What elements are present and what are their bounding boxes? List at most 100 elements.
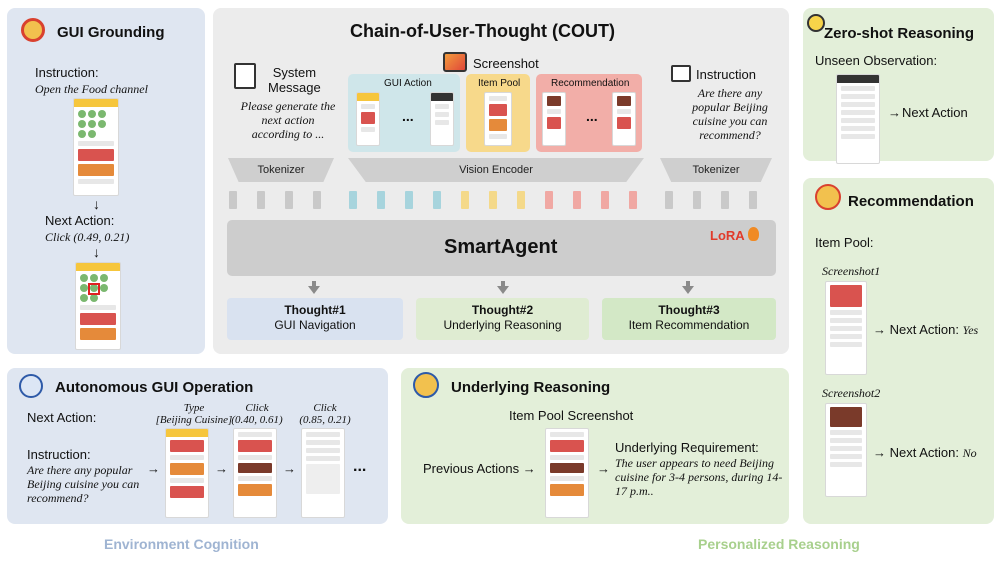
- screenshot-thumbnail: [825, 403, 867, 497]
- thought-title: Thought#3: [658, 303, 720, 317]
- ellipsis: ...: [586, 108, 598, 124]
- token: [721, 191, 729, 209]
- token: [545, 191, 553, 209]
- arrow-right: →: [215, 461, 228, 476]
- screenshot-thumbnail: [430, 92, 454, 146]
- screenshot-thumbnail: [356, 92, 380, 146]
- fire-icon: [748, 227, 759, 241]
- down-arrow: [308, 286, 320, 294]
- answer-yes: Yes: [962, 323, 979, 337]
- step-2-label: Click (0.40, 0.61): [231, 402, 283, 426]
- tokenizer-block: Tokenizer: [660, 158, 772, 182]
- previous-actions-label: Previous Actions →: [423, 461, 536, 476]
- arrow-right: →: [888, 105, 901, 120]
- screenshot-thumbnail: [165, 428, 209, 518]
- token: [433, 191, 441, 209]
- token: [349, 191, 357, 209]
- token: [693, 191, 701, 209]
- item-pool-label: Item Pool:: [815, 235, 874, 250]
- instruction-label: Instruction:: [35, 65, 99, 80]
- screenshot1-label: Screenshot1: [822, 264, 881, 278]
- image-icon: [443, 52, 467, 72]
- next-action-label: Next Action: [902, 105, 968, 120]
- person-thinking-icon: [413, 372, 439, 398]
- panel-title: Autonomous GUI Operation: [55, 379, 254, 396]
- token: [573, 191, 581, 209]
- ellipsis: ...: [353, 458, 367, 475]
- token: [601, 191, 609, 209]
- token: [285, 191, 293, 209]
- token: [749, 191, 757, 209]
- thought-2: Thought#2 Underlying Reasoning: [416, 298, 589, 340]
- gui-action-label: GUI Action: [384, 78, 432, 89]
- gui-grounding-panel: GUI Grounding Instruction: Open the Food…: [7, 8, 205, 354]
- screenshot-thumbnail: [612, 92, 636, 146]
- person-question-icon: [815, 184, 841, 210]
- document-icon: [234, 63, 256, 89]
- thought-title: Thought#2: [471, 303, 534, 317]
- smartagent-label: SmartAgent: [444, 236, 558, 258]
- requirement-text: The user appears to need Beijing cuisine…: [615, 456, 783, 498]
- item-pool-screenshot-label: Item Pool Screenshot: [509, 408, 634, 423]
- thought-1: Thought#1 GUI Navigation: [227, 298, 403, 340]
- observation-label: Unseen Observation:: [815, 53, 938, 68]
- token: [489, 191, 497, 209]
- instruction-text: Are there any popular Beijing cuisine yo…: [692, 86, 768, 142]
- down-arrow: ↓: [93, 196, 100, 212]
- down-arrow: ↓: [93, 244, 100, 260]
- token: [405, 191, 413, 209]
- down-arrow: [501, 281, 505, 287]
- footer-personalized-reasoning: Personalized Reasoning: [698, 536, 860, 552]
- previous-actions-text: Previous Actions: [423, 461, 520, 476]
- token: [313, 191, 321, 209]
- step-1-label: Type [Beijing Cuisine]: [155, 402, 233, 426]
- screenshot-thumbnail: [233, 428, 277, 518]
- panel-title: Zero-shot Reasoning: [824, 25, 975, 42]
- thought-label: GUI Navigation: [274, 318, 356, 332]
- code-window-icon: [671, 65, 691, 82]
- token: [517, 191, 525, 209]
- token: [461, 191, 469, 209]
- next-action-label: Next Action:: [27, 410, 97, 425]
- target-icon: [21, 18, 45, 42]
- zero-shot-panel: Zero-shot Reasoning Unseen Observation: …: [803, 8, 994, 164]
- next-action-label: → Next Action: No: [873, 445, 977, 460]
- next-action-value: Click (0.49, 0.21): [45, 230, 130, 244]
- panel-title: Underlying Reasoning: [451, 379, 611, 396]
- smartagent-block: [227, 220, 776, 276]
- down-arrow: [312, 281, 316, 287]
- instruction-label: Instruction:: [27, 447, 91, 462]
- system-message-text: Please generate the next action accordin…: [240, 99, 336, 141]
- lora-label: LoRA: [710, 228, 745, 243]
- requirement-label: Underlying Requirement:: [615, 440, 759, 455]
- panel-title: Recommendation: [848, 193, 974, 210]
- recommendation-label: Recommendation: [551, 78, 630, 89]
- lightbulb-icon: [807, 14, 825, 32]
- down-arrow: [497, 286, 509, 294]
- token: [257, 191, 265, 209]
- instruction-label: Instruction: [696, 67, 756, 82]
- thought-3: Thought#3 Item Recommendation: [602, 298, 776, 340]
- screenshot-thumbnail: [542, 92, 566, 146]
- item-pool-label: Item Pool: [478, 78, 521, 89]
- token: [229, 191, 237, 209]
- instruction-text: Are there any popular Beijing cuisine yo…: [27, 463, 140, 505]
- next-action-text: Next Action:: [889, 322, 959, 337]
- robot-icon: [19, 374, 43, 398]
- screenshot-thumbnail: [73, 98, 119, 196]
- arrow-right: →: [147, 461, 160, 476]
- autonomous-panel: Autonomous GUI Operation Next Action: In…: [7, 368, 388, 524]
- thought-title: Thought#1: [284, 303, 346, 317]
- click-target-box: [88, 283, 100, 295]
- thought-label: Underlying Reasoning: [443, 318, 562, 332]
- cout-title: Chain-of-User-Thought (COUT): [350, 21, 615, 41]
- screenshot-thumbnail: [545, 428, 589, 518]
- arrow-right: →: [597, 461, 610, 476]
- screenshot-thumbnail: [836, 74, 880, 164]
- screenshot2-label: Screenshot2: [822, 386, 881, 400]
- down-arrow: [682, 286, 694, 294]
- down-arrow: [686, 281, 690, 287]
- screenshot-thumbnail: [825, 281, 867, 375]
- vision-encoder-block: Vision Encoder: [348, 158, 644, 182]
- step-3-label: Click (0.85, 0.21): [299, 402, 351, 426]
